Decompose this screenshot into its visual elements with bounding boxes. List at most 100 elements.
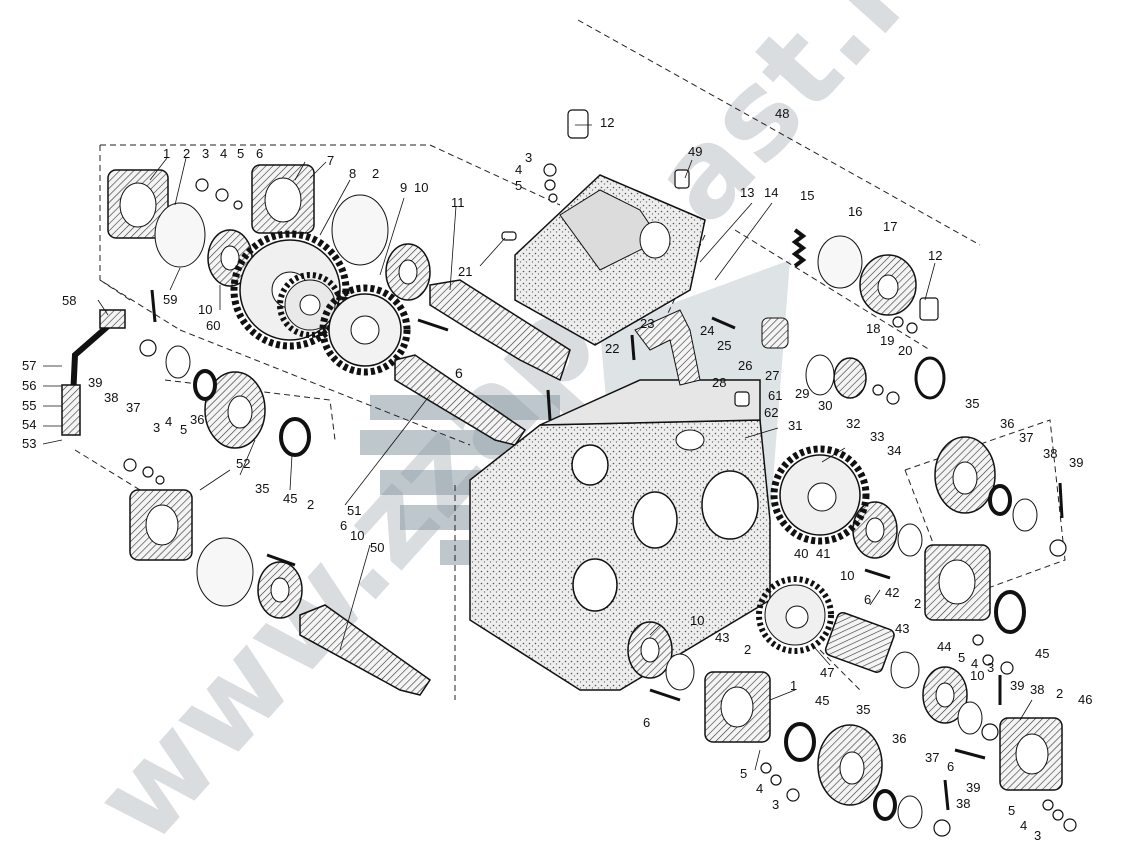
part-cover-44: [924, 544, 991, 621]
label-10: 10: [840, 568, 854, 583]
part-cover-1: [107, 169, 169, 239]
fitting-assembly: [61, 309, 126, 436]
label-20: 20: [898, 343, 912, 358]
seal-45-left: [279, 417, 311, 457]
label-23: 23: [640, 316, 654, 331]
label-16: 16: [848, 204, 862, 219]
label-32: 32: [846, 416, 860, 431]
label-22: 22: [605, 341, 619, 356]
label-35: 35: [856, 702, 870, 717]
label-37: 37: [925, 750, 939, 765]
label-1: 1: [163, 146, 170, 161]
part-cover-1b: [704, 671, 771, 743]
label-36: 36: [1000, 416, 1014, 431]
label-35: 35: [255, 481, 269, 496]
label-4: 4: [165, 414, 172, 429]
part-gasket-2c: [196, 537, 254, 607]
part-cover-52: [129, 489, 193, 561]
label-60: 60: [206, 318, 220, 333]
label-4: 4: [220, 146, 227, 161]
label-40: 40: [794, 546, 808, 561]
label-37: 37: [1019, 430, 1033, 445]
seals-right: [665, 354, 1038, 829]
part-sleeve-26: [761, 317, 789, 349]
gear-9: [319, 284, 411, 376]
label-2: 2: [372, 166, 379, 181]
label-10: 10: [970, 668, 984, 683]
part-gasket-2b: [331, 194, 389, 266]
label-6: 6: [340, 518, 347, 533]
label-6: 6: [455, 365, 463, 381]
part-gasket-2: [154, 202, 206, 268]
label-52: 52: [236, 456, 250, 471]
label-49: 49: [688, 144, 702, 159]
label-28: 28: [712, 375, 726, 390]
label-19: 19: [880, 333, 894, 348]
flange-35-right-upper: [934, 436, 996, 514]
flange-35-right-lower: [817, 724, 883, 806]
label-48: 48: [775, 106, 789, 121]
label-18: 18: [866, 321, 880, 336]
label-3: 3: [202, 146, 209, 161]
label-4: 4: [971, 656, 978, 671]
label-57: 57: [22, 358, 36, 373]
part-cover-17: [859, 254, 917, 316]
gear-47: [756, 576, 834, 654]
label-3: 3: [153, 420, 160, 435]
label-6: 6: [864, 592, 871, 607]
label-2: 2: [183, 146, 190, 161]
label-10: 10: [690, 613, 704, 628]
label-35: 35: [965, 396, 979, 411]
part-labels: 1 2 3 4 5 6 7 8 2 9 10 11 12 4 3 5 49 48…: [22, 106, 1092, 843]
label-30: 30: [818, 398, 832, 413]
label-56: 56: [22, 378, 36, 393]
label-45: 45: [283, 491, 297, 506]
label-12: 12: [600, 115, 614, 130]
spline-42: [824, 612, 895, 673]
label-61: 61: [768, 388, 782, 403]
label-33: 33: [870, 429, 884, 444]
label-10: 10: [414, 180, 428, 195]
label-2: 2: [914, 596, 921, 611]
shaft-11: [429, 279, 571, 382]
label-6: 6: [643, 715, 650, 730]
label-45: 45: [815, 693, 829, 708]
shift-fork: [634, 309, 701, 386]
label-59: 59: [163, 292, 177, 307]
label-50: 50: [370, 540, 384, 555]
gearbox-housing: [469, 379, 771, 691]
flange-35-left: [204, 371, 266, 449]
label-58: 58: [62, 293, 76, 308]
top-cover: [514, 174, 706, 346]
pins: [150, 289, 1064, 811]
label-7: 7: [327, 153, 334, 168]
washer-37-left: [165, 345, 191, 379]
label-13: 13: [740, 185, 754, 200]
label-8: 8: [349, 166, 356, 181]
label-4: 4: [515, 162, 522, 177]
label-31: 31: [788, 418, 802, 433]
label-62: 62: [764, 405, 778, 420]
label-46: 46: [1078, 692, 1092, 707]
label-4: 4: [756, 781, 763, 796]
label-2: 2: [1056, 686, 1063, 701]
label-10: 10: [350, 528, 364, 543]
label-45: 45: [1035, 646, 1049, 661]
label-39: 39: [1010, 678, 1024, 693]
seal-36-left: [193, 369, 217, 401]
label-17: 17: [883, 219, 897, 234]
part-spring-15: [791, 228, 807, 268]
label-38: 38: [104, 390, 118, 405]
label-42: 42: [885, 585, 899, 600]
label-39: 39: [88, 375, 102, 390]
label-1: 1: [790, 678, 797, 693]
group-dashed-lines: [74, 19, 1066, 700]
label-5: 5: [180, 422, 187, 437]
label-5: 5: [740, 766, 747, 781]
label-6: 6: [947, 759, 954, 774]
label-36: 36: [892, 731, 906, 746]
part-cover-46: [999, 717, 1063, 791]
label-29: 29: [795, 386, 809, 401]
